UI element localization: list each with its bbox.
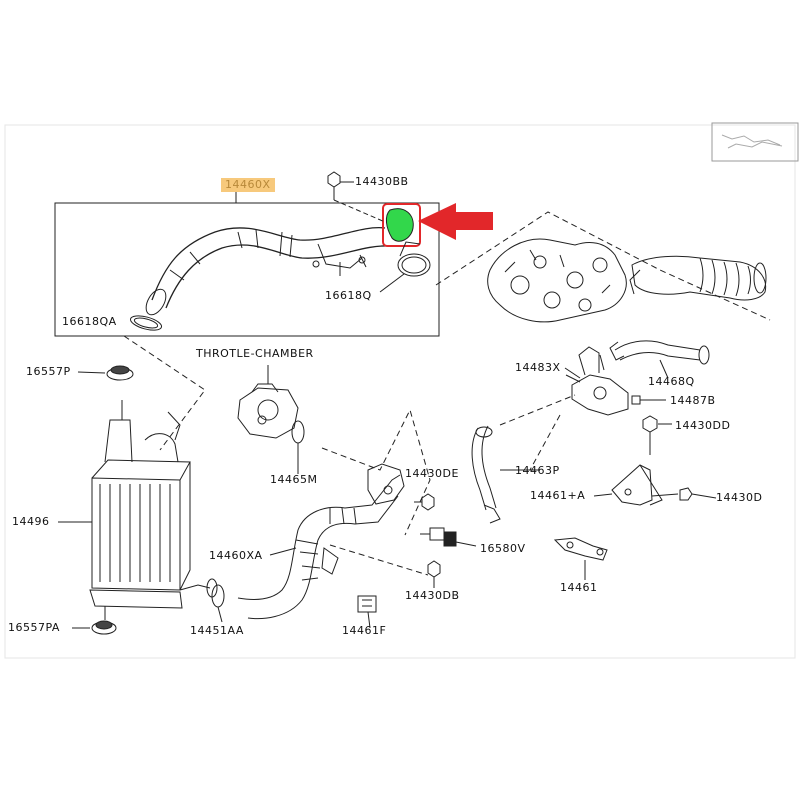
label-14465m: 14465M — [270, 473, 318, 486]
label-16557p: 16557P — [26, 365, 71, 378]
label-14430dd: 14430DD — [675, 419, 731, 432]
valve-14483x — [565, 346, 629, 416]
grommet-16557pa — [72, 620, 117, 635]
clip-14461f — [357, 595, 377, 613]
label-14430bb: 14430BB — [355, 175, 409, 188]
oring-14465m — [291, 420, 305, 444]
pointer-arrow — [418, 203, 493, 240]
oring-16618qa — [129, 315, 163, 331]
label-16557pa: 16557PA — [8, 621, 60, 634]
label-14468q: 14468Q — [648, 375, 695, 388]
bolt-14430de — [414, 493, 435, 511]
intercooler-14496 — [89, 400, 218, 620]
grommet-16557p — [77, 365, 134, 381]
label-14461: 14461 — [560, 581, 598, 594]
pipe-14460xa — [237, 463, 405, 620]
thumbnail-preview — [711, 122, 799, 162]
label-14430de: 14430DE — [405, 467, 459, 480]
label-14460xa: 14460XA — [209, 549, 263, 562]
label-14430d: 14430D — [716, 491, 763, 504]
marked-part — [385, 208, 414, 242]
bolt-14430db — [329, 544, 441, 588]
hose-14463p — [471, 425, 501, 524]
hose-14468q — [609, 340, 710, 379]
throttle-chamber — [237, 365, 299, 439]
bracket-14461 — [553, 537, 608, 580]
bracket-14461a — [611, 464, 693, 506]
oring-16618q — [379, 241, 431, 293]
marked-part-outline — [382, 203, 421, 247]
label-14461f: 14461F — [342, 624, 387, 637]
label-16580v: 16580V — [480, 542, 526, 555]
bolt-14430dd — [642, 415, 672, 455]
label-14451aa: 14451AA — [190, 624, 244, 637]
label-14496: 14496 — [12, 515, 50, 528]
diagram-frame — [4, 124, 796, 659]
label-14460x: 14460X — [221, 178, 275, 192]
hose-14460x — [145, 227, 388, 316]
screw-14487b — [631, 395, 666, 405]
sensor-16580v — [420, 527, 477, 547]
label-14461a: 14461+A — [530, 489, 586, 502]
label-14463p: 14463P — [515, 464, 560, 477]
inset-box — [54, 202, 440, 337]
label-14430db: 14430DB — [405, 589, 460, 602]
label-14487b: 14487B — [670, 394, 716, 407]
label-16618qa: 16618QA — [62, 315, 117, 328]
label-16618q: 16618Q — [325, 289, 372, 302]
engine-turbo-assembly — [487, 238, 767, 323]
label-throttle-chamber: THROTLE-CHAMBER — [196, 347, 314, 360]
label-14483x: 14483X — [515, 361, 561, 374]
bolt-14430bb — [327, 171, 386, 223]
